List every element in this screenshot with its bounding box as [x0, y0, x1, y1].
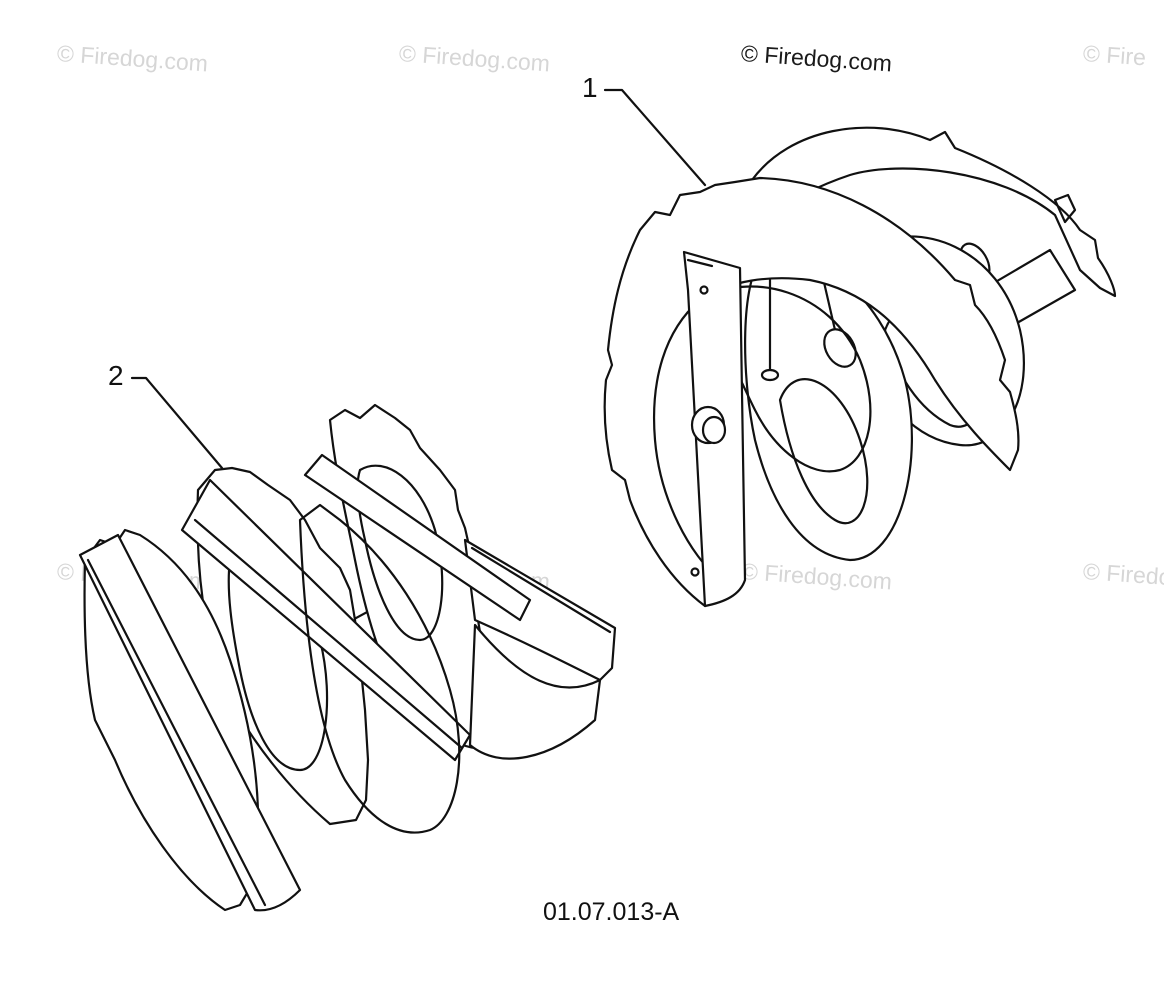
figure-code: 01.07.013-A	[543, 898, 680, 926]
callout-number-1: 1	[582, 72, 598, 103]
spiral-auger-left-icon	[78, 403, 617, 912]
callout-leader-1	[603, 88, 707, 187]
callout-number-2: 2	[108, 360, 124, 391]
callout-leader-2	[130, 376, 224, 470]
spiral-auger-right-icon	[603, 126, 1117, 608]
